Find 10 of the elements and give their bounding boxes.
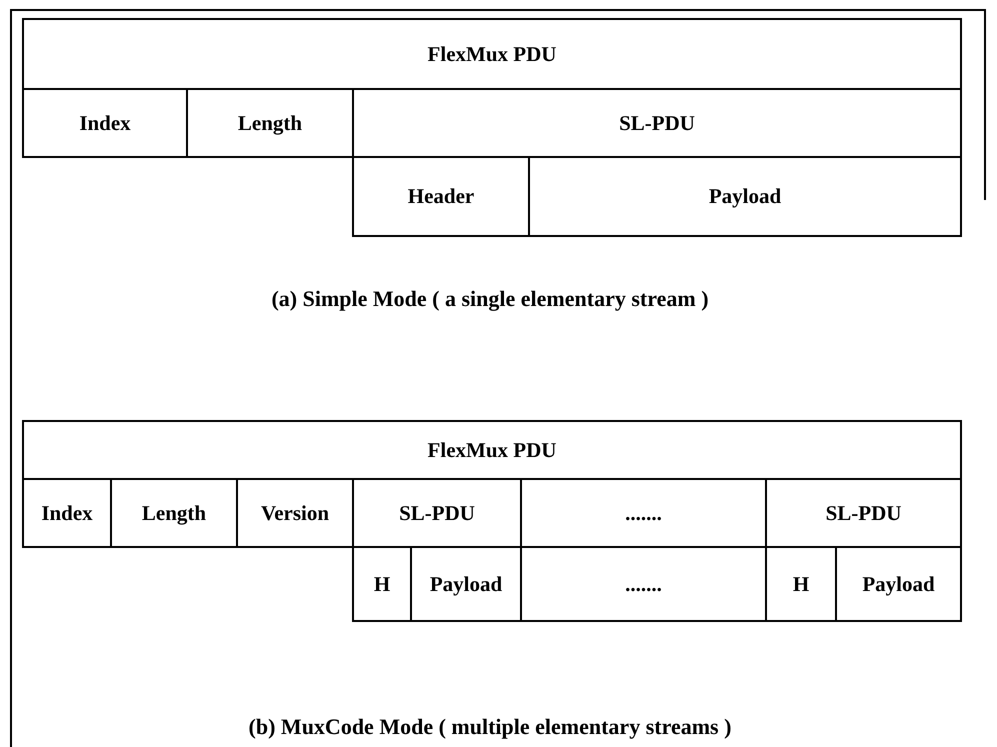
table-cell: H [352,546,412,622]
table-cell: Payload [835,546,962,622]
table-cell: Payload [528,156,962,237]
table-cell: Index [22,478,112,548]
table-cell: Header [352,156,530,237]
table-cell: Index [22,88,188,158]
table-cell: FlexMux PDU [22,18,962,90]
table-cell: FlexMux PDU [22,420,962,480]
figure-caption: (a) Simple Mode ( a single elementary stream ) [270,286,710,312]
figure-caption: (b) MuxCode Mode ( multiple elementary streams ) [248,714,732,740]
